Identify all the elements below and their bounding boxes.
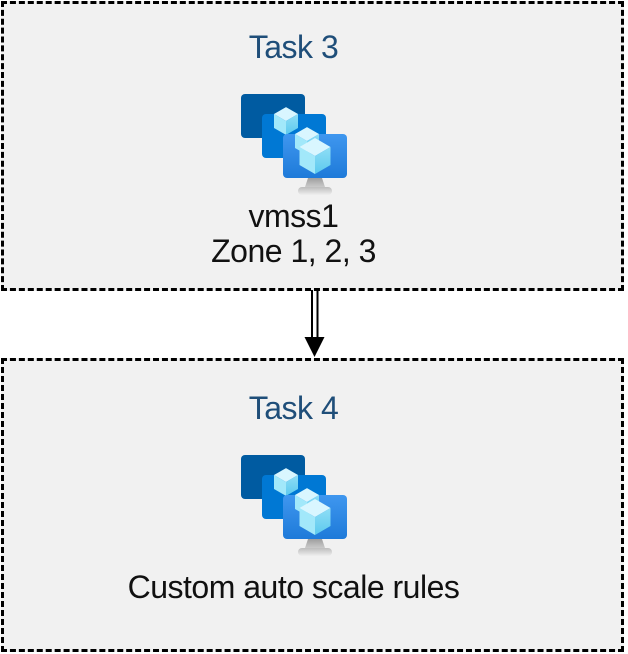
task3-title: Task 3 (248, 29, 339, 65)
task4-caption-block: Custom auto scale rules (128, 570, 460, 605)
vmss-icon (240, 455, 347, 556)
vmss-icon (240, 94, 347, 195)
task4-title: Task 4 (248, 390, 339, 426)
vmss-icon-svg (240, 455, 347, 556)
autoscale-label: Custom auto scale rules (127, 569, 460, 605)
down-arrow (304, 290, 325, 357)
task4-content: Task 4 (4, 361, 621, 605)
task4-box: Task 4 (1, 358, 624, 652)
task3-caption-block: vmss1 Zone 1, 2, 3 (211, 199, 376, 269)
zones-label: Zone 1, 2, 3 (211, 233, 376, 269)
vmss-icon-svg (240, 94, 347, 195)
vmss-name-label: vmss1 (248, 198, 339, 234)
task3-content: Task 3 (4, 4, 621, 269)
task3-box: Task 3 (1, 1, 624, 291)
